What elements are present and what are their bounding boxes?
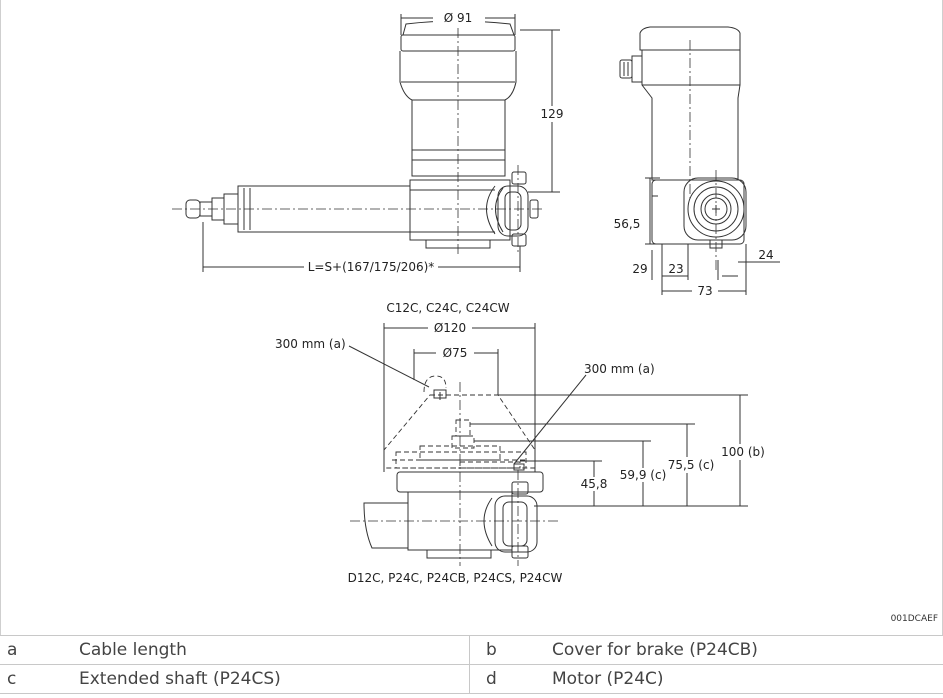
dim-diameter-91: Ø 91 — [444, 11, 473, 25]
legend-text: Extended shaft (P24CS) — [79, 664, 470, 694]
cover-section-view — [348, 323, 748, 566]
legend-key: c — [0, 664, 79, 694]
legend-text: Cable length — [79, 635, 470, 665]
legend-key: a — [0, 635, 79, 665]
legend-key: b — [469, 635, 552, 665]
drawing-reference: 001DCAEF — [891, 614, 938, 624]
dim-59-9-c: 59,9 (c) — [620, 468, 667, 482]
bottom-model-label: D12C, P24C, P24CB, P24CS, P24CW — [348, 571, 563, 585]
dim-100-b: 100 (b) — [721, 445, 765, 459]
legend-text: Cover for brake (P24CB) — [552, 635, 943, 665]
cable-length-label-left: 300 mm (a) — [275, 337, 346, 351]
legend-row: c Extended shaft (P24CS) d Motor (P24C) — [0, 664, 943, 694]
legend-table: a Cable length b Cover for brake (P24CB)… — [0, 635, 943, 694]
dim-length-formula: L=S+(167/175/206)* — [308, 260, 435, 274]
legend-key: d — [469, 664, 552, 694]
dim-diameter-75: Ø75 — [443, 346, 468, 360]
actuator-end-view — [619, 26, 780, 295]
legend-text: Motor (P24C) — [552, 664, 943, 694]
dim-75-5-c: 75,5 (c) — [668, 458, 715, 472]
actuator-side-view — [172, 10, 560, 272]
dim-45-8: 45,8 — [581, 477, 608, 491]
dim-29: 29 — [632, 262, 647, 276]
dim-height-129: 129 — [541, 107, 564, 121]
cable-length-label-right: 300 mm (a) — [584, 362, 655, 376]
dim-diameter-120: Ø120 — [434, 321, 466, 335]
dim-24: 24 — [758, 248, 773, 262]
dim-73: 73 — [697, 284, 712, 298]
dim-height-56-5: 56,5 — [614, 217, 641, 231]
technical-drawing: Ø 91 129 L=S+(167/175/206)* — [0, 0, 943, 635]
dim-23: 23 — [668, 262, 683, 276]
legend-row: a Cable length b Cover for brake (P24CB) — [0, 635, 943, 665]
top-model-label: C12C, C24C, C24CW — [386, 301, 509, 315]
